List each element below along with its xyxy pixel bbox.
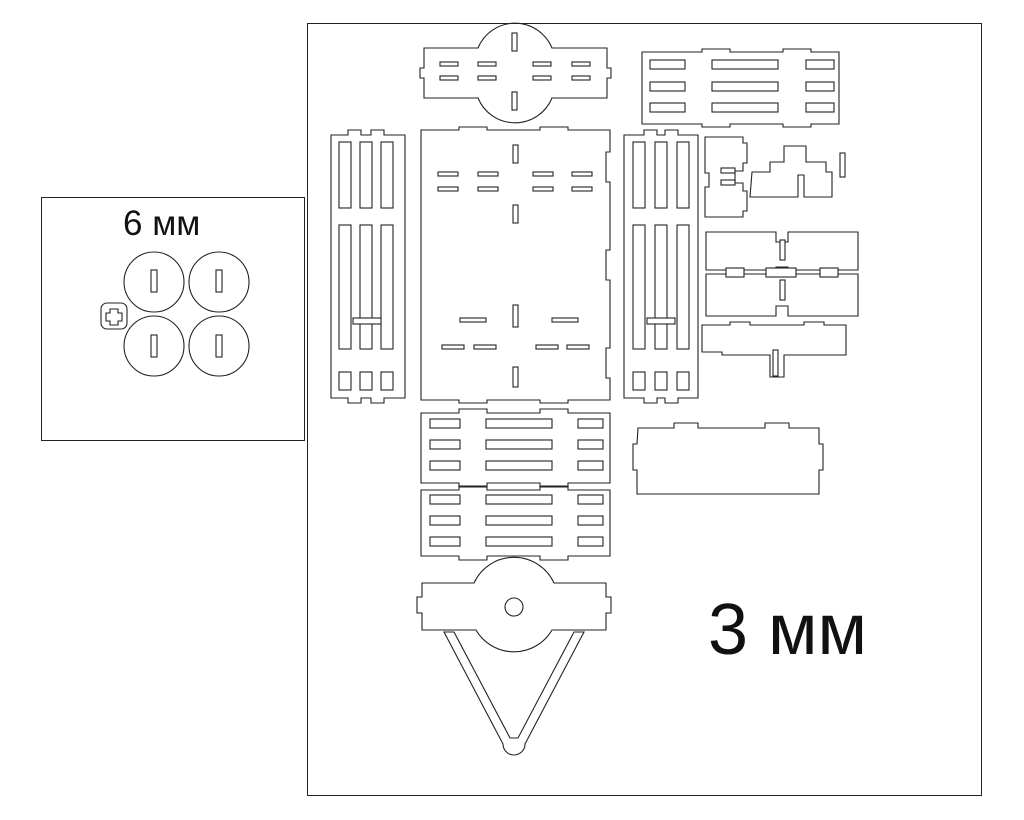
disc [188,251,250,313]
base-panel-center [420,126,611,404]
slot [439,75,459,81]
plus-in-rounded-square-icon [100,302,128,330]
disc-slot [150,334,158,358]
slot [511,32,518,52]
slot [532,61,552,67]
slot [532,75,552,81]
slot [511,91,518,111]
disc-slot [150,269,158,293]
side-panel-right [623,129,699,404]
pendant-part [416,556,612,756]
disc [123,315,185,377]
clip-parts [704,136,846,218]
slot [571,61,591,67]
slotted-panel-lower-2 [420,485,611,561]
side-panel-left [330,129,406,404]
disc-slot [215,334,223,358]
disc-slot [215,269,223,293]
disc [188,315,250,377]
slot [477,75,497,81]
long-bar-part [632,422,824,495]
slot [439,61,459,67]
top-cap-part [419,22,612,124]
slotted-panel-top-right [641,48,840,128]
connector-pair [705,231,859,317]
pivot-hole [504,597,524,617]
sheet-6mm: 6 мм [41,197,305,441]
stand-part [701,321,847,378]
thickness-label-6mm: 6 мм [123,204,201,243]
disc [123,251,185,313]
slot [477,61,497,67]
slotted-panel-lower-1 [420,408,611,488]
disc-parts [123,251,250,377]
slot [571,75,591,81]
thickness-label-3mm: 3 мм [708,590,868,670]
